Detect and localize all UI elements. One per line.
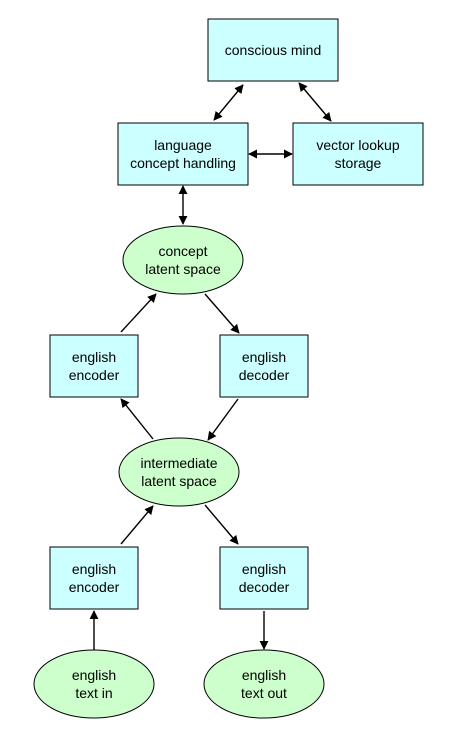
edge-concept-latent-to-decoder-top [204, 293, 240, 334]
node-box [219, 546, 309, 610]
node-box [207, 18, 339, 82]
node-label-line: english [72, 561, 116, 577]
node-label-line: encoder [69, 367, 120, 383]
node-label-line: text in [75, 685, 112, 701]
nodes-layer: conscious mind language concept handling ve… [33, 18, 424, 719]
edge-conscious-mind-to-language-concept [213, 84, 244, 121]
node-intermediate-latent: intermediate latent space [118, 437, 240, 507]
node-label-line: concept handling [130, 155, 236, 171]
edge-intermediate-latent-to-decoder-bottom [204, 504, 239, 545]
node-label-line: decoder [239, 367, 290, 383]
node-encoder-top: english encoder [49, 334, 139, 398]
node-label-line: conscious mind [225, 42, 322, 58]
edge-intermediate-latent-to-encoder-top [120, 398, 154, 440]
node-label-line: english [242, 349, 286, 365]
node-concept-latent: concept latent space [122, 225, 244, 295]
node-label-line: language [154, 137, 212, 153]
node-label-line: decoder [239, 579, 290, 595]
node-label-line: text out [241, 685, 287, 701]
edge-encoder-top-to-concept-latent [120, 293, 157, 333]
node-label-line: english [242, 667, 286, 683]
node-decoder-bottom: english decoder [219, 546, 309, 610]
node-box [49, 546, 139, 610]
node-language-concept: language concept handling [117, 122, 249, 186]
node-ellipse [203, 649, 325, 719]
node-decoder-top: english decoder [219, 334, 309, 398]
node-text-in: english text in [33, 649, 155, 719]
node-label-line: vector lookup [316, 137, 399, 153]
node-encoder-bottom: english encoder [49, 546, 139, 610]
node-conscious-mind: conscious mind [207, 18, 339, 82]
node-label-line: english [242, 561, 286, 577]
node-label-line: english [72, 667, 116, 683]
node-label-line: storage [335, 155, 382, 171]
node-ellipse [33, 649, 155, 719]
node-box [117, 122, 249, 186]
edges-layer [89, 82, 332, 651]
node-text-out: english text out [203, 649, 325, 719]
node-box [49, 334, 139, 398]
node-ellipse [122, 225, 244, 295]
node-vector-lookup: vector lookup storage [292, 122, 424, 186]
node-ellipse [118, 437, 240, 507]
node-label-line: latent space [141, 473, 217, 489]
edge-decoder-top-to-intermediate-latent [207, 398, 239, 441]
node-label-line: english [72, 349, 116, 365]
node-label-line: encoder [69, 579, 120, 595]
node-label-line: latent space [145, 261, 221, 277]
edge-conscious-mind-to-vector-lookup [298, 82, 332, 122]
node-box [219, 334, 309, 398]
node-box [292, 122, 424, 186]
node-label-line: concept [158, 243, 207, 259]
node-label-line: intermediate [140, 455, 217, 471]
edge-encoder-bottom-to-intermediate-latent [120, 505, 154, 545]
